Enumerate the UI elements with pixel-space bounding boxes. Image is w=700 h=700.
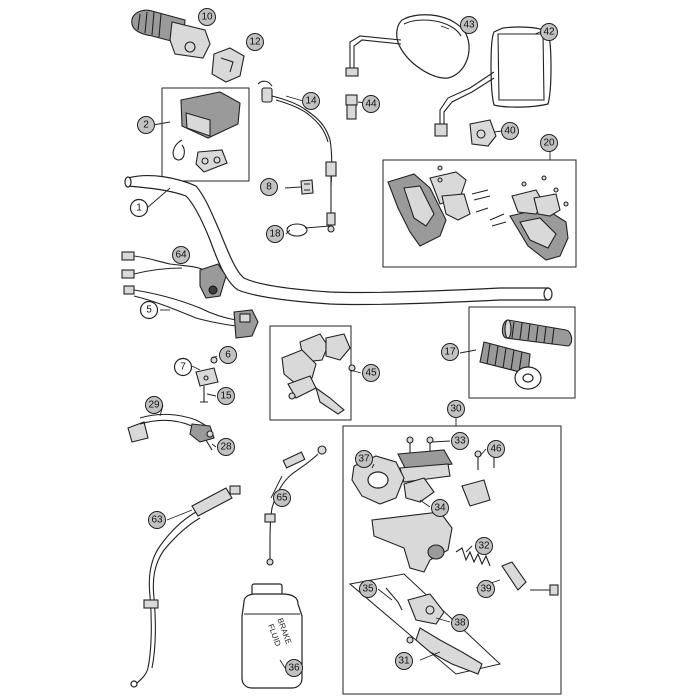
throttle-cable: [257, 80, 337, 233]
callout-38-label: 38: [454, 618, 466, 629]
callout-2: 2: [137, 116, 155, 134]
callout-2-label: 2: [143, 120, 149, 131]
callout-20-label: 20: [543, 138, 555, 149]
callout-10-label: 10: [201, 12, 213, 23]
throttle-grip: [131, 9, 211, 59]
callout-5-label: 5: [146, 305, 152, 316]
callout-32: 32: [475, 537, 493, 555]
callout-31-label: 31: [398, 656, 410, 667]
callout-6-label: 6: [225, 350, 231, 361]
handlebar: [124, 175, 553, 306]
callout-29: 29: [145, 396, 163, 414]
callout-35-label: 35: [362, 584, 374, 595]
callout-36-label: 36: [288, 663, 300, 674]
callout-30: 30: [447, 400, 465, 418]
callout-28: 28: [217, 438, 235, 456]
callout-45-label: 45: [365, 368, 377, 379]
callout-37: 37: [355, 450, 373, 468]
callout-45: 45: [362, 364, 380, 382]
callout-37-label: 37: [358, 454, 370, 465]
callout-63-label: 63: [151, 515, 163, 526]
callout-18-label: 18: [269, 229, 281, 240]
callout-42-label: 42: [543, 27, 555, 38]
callout-33-label: 33: [454, 436, 466, 447]
callout-43: 43: [460, 16, 478, 34]
clamp-assembly-45: [281, 333, 356, 415]
callout-14-label: 14: [305, 96, 317, 107]
callout-35: 35: [359, 580, 377, 598]
callout-64: 64: [172, 246, 190, 264]
callout-14: 14: [302, 92, 320, 110]
callout-39-label: 39: [480, 584, 492, 595]
mirror-clamp-40: [469, 119, 497, 147]
callout-20: 20: [540, 134, 558, 152]
callout-17: 17: [441, 343, 459, 361]
callout-17-label: 17: [444, 347, 456, 358]
frame-handguard-20: [382, 159, 577, 268]
grip-set: [479, 319, 573, 390]
switch-assembly: [172, 91, 241, 173]
callout-65: 65: [273, 489, 291, 507]
callout-42: 42: [540, 23, 558, 41]
callout-6: 6: [219, 346, 237, 364]
callout-46: 46: [487, 440, 505, 458]
callout-18: 18: [266, 225, 284, 243]
callout-65-label: 65: [276, 493, 288, 504]
callout-32-label: 32: [478, 541, 490, 552]
callout-30-label: 30: [450, 404, 462, 415]
mirror-left: [345, 14, 470, 79]
callout-44: 44: [362, 95, 380, 113]
callout-39: 39: [477, 580, 495, 598]
callout-40: 40: [501, 122, 519, 140]
frame-clamp-45: [269, 325, 352, 421]
callout-7: 7: [173, 357, 193, 377]
callout-7-label: 7: [180, 362, 186, 373]
callout-43-label: 43: [463, 20, 475, 31]
callout-63: 63: [148, 511, 166, 529]
cable-clip-8: [300, 179, 314, 195]
clutch-lever-switch: [127, 413, 215, 451]
callout-12: 12: [246, 33, 264, 51]
callout-33: 33: [451, 432, 469, 450]
callout-31: 31: [395, 652, 413, 670]
callout-12-label: 12: [249, 37, 261, 48]
callout-44-label: 44: [365, 99, 377, 110]
kill-switch-wiring: [121, 251, 227, 299]
start-button-wiring: [123, 285, 259, 339]
callout-34-label: 34: [434, 503, 446, 514]
callout-36: 36: [285, 659, 303, 677]
callout-40-label: 40: [504, 126, 516, 137]
callout-8-label: 8: [266, 182, 272, 193]
callout-5: 5: [139, 300, 159, 320]
frame-grips-17: [468, 306, 576, 399]
callout-1: 1: [129, 198, 149, 218]
frame-switch-2: [161, 87, 250, 182]
handguard-kit: [387, 165, 569, 261]
throttle-housing-cap: [211, 47, 245, 83]
brake-master-cylinder: [348, 436, 559, 675]
callout-34: 34: [431, 499, 449, 517]
clutch-cable: [264, 445, 327, 566]
clutch-switch-bracket: [195, 356, 219, 403]
callout-8: 8: [260, 178, 278, 196]
mirror-nut-44: [345, 94, 358, 120]
hydraulic-hose: [130, 485, 241, 688]
callout-10: 10: [198, 8, 216, 26]
mirror-right: [434, 26, 552, 137]
callout-29-label: 29: [148, 400, 160, 411]
callout-15: 15: [217, 387, 235, 405]
cable-tie-18: [286, 223, 331, 237]
callout-38: 38: [451, 614, 469, 632]
callout-46-label: 46: [490, 444, 502, 455]
callout-28-label: 28: [220, 442, 232, 453]
callout-64-label: 64: [175, 250, 187, 261]
callout-1-label: 1: [136, 203, 142, 214]
callout-15-label: 15: [220, 391, 232, 402]
frame-brake-30: [342, 425, 562, 695]
